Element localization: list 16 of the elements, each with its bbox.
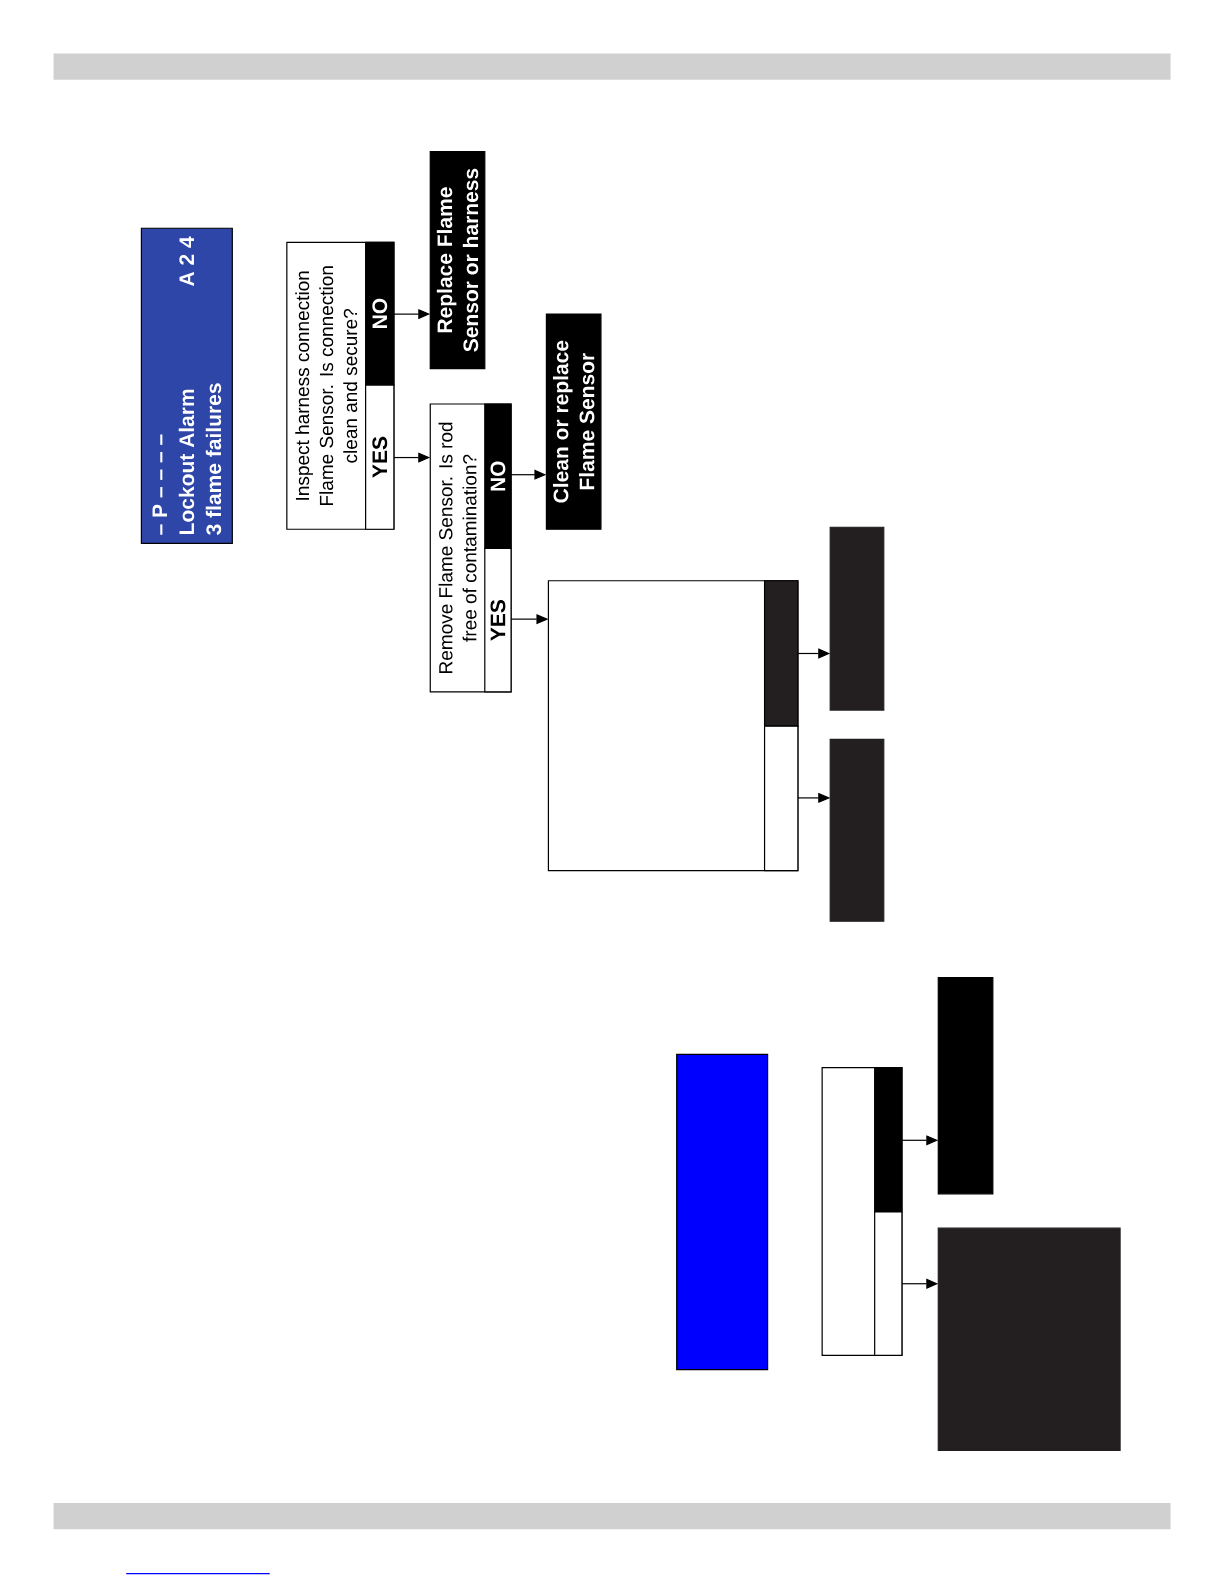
action-box <box>937 1227 1121 1451</box>
answer-cell: NO <box>484 403 512 550</box>
answer-cell <box>763 580 799 727</box>
answer-cell: YES <box>484 547 512 693</box>
answer-cell <box>874 1211 903 1357</box>
action-box <box>829 738 885 922</box>
answer-cell <box>763 725 799 872</box>
answer-cell: NO <box>365 241 395 386</box>
title-box: – P – – – – Lockout Alarm A 2 4 3 flame failures <box>140 227 233 544</box>
action-box <box>829 526 885 711</box>
answer-cell <box>874 1066 903 1213</box>
action-box: Replace Flame Sensor or harness <box>429 150 486 370</box>
title-box <box>676 1053 769 1371</box>
answer-cell: YES <box>365 384 395 530</box>
action-box <box>937 977 994 1195</box>
action-box: Clean or replace Flame Sensor <box>545 313 602 530</box>
